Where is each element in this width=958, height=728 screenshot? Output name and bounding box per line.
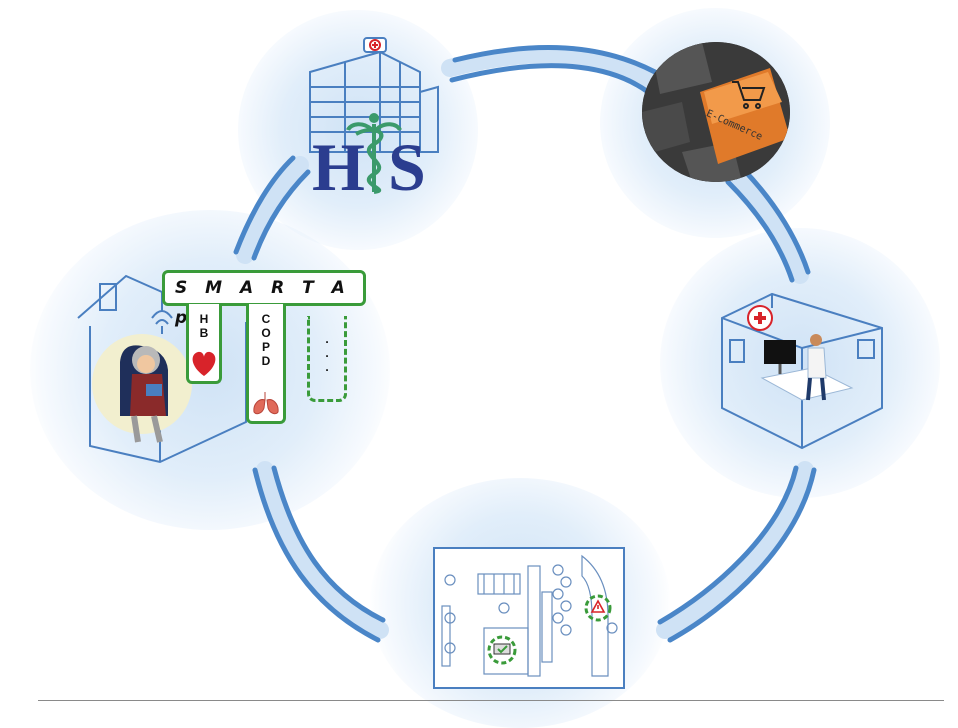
his-letter-h: H (312, 129, 365, 197)
his-hospital-icon: H S (309, 37, 439, 197)
wifi-icon (151, 310, 173, 334)
ecommerce-keyboard-icon: E-Commerce (642, 42, 790, 182)
ok-station-marker (487, 635, 517, 665)
more-dots: . . . (325, 332, 329, 374)
copd-column (246, 304, 286, 424)
copd-label: C O P D (261, 312, 271, 368)
diagram-canvas: H S E-Commerce (30, 8, 944, 728)
lungs-icon (253, 392, 279, 415)
hb-column (186, 304, 222, 384)
floorplan-icon (433, 547, 625, 689)
heart-icon (192, 351, 216, 376)
home-house-icon (77, 274, 247, 464)
clinic-doctor-icon (721, 292, 883, 450)
cart-icon (732, 81, 766, 109)
bottom-rule (38, 700, 944, 701)
smart-app-title: S M A R T A p p (162, 270, 366, 328)
more-column (307, 316, 347, 402)
his-letter-s: S (388, 129, 426, 197)
hb-label: H B (199, 312, 209, 340)
network-ring (233, 45, 817, 643)
alert-station-marker (584, 594, 612, 622)
